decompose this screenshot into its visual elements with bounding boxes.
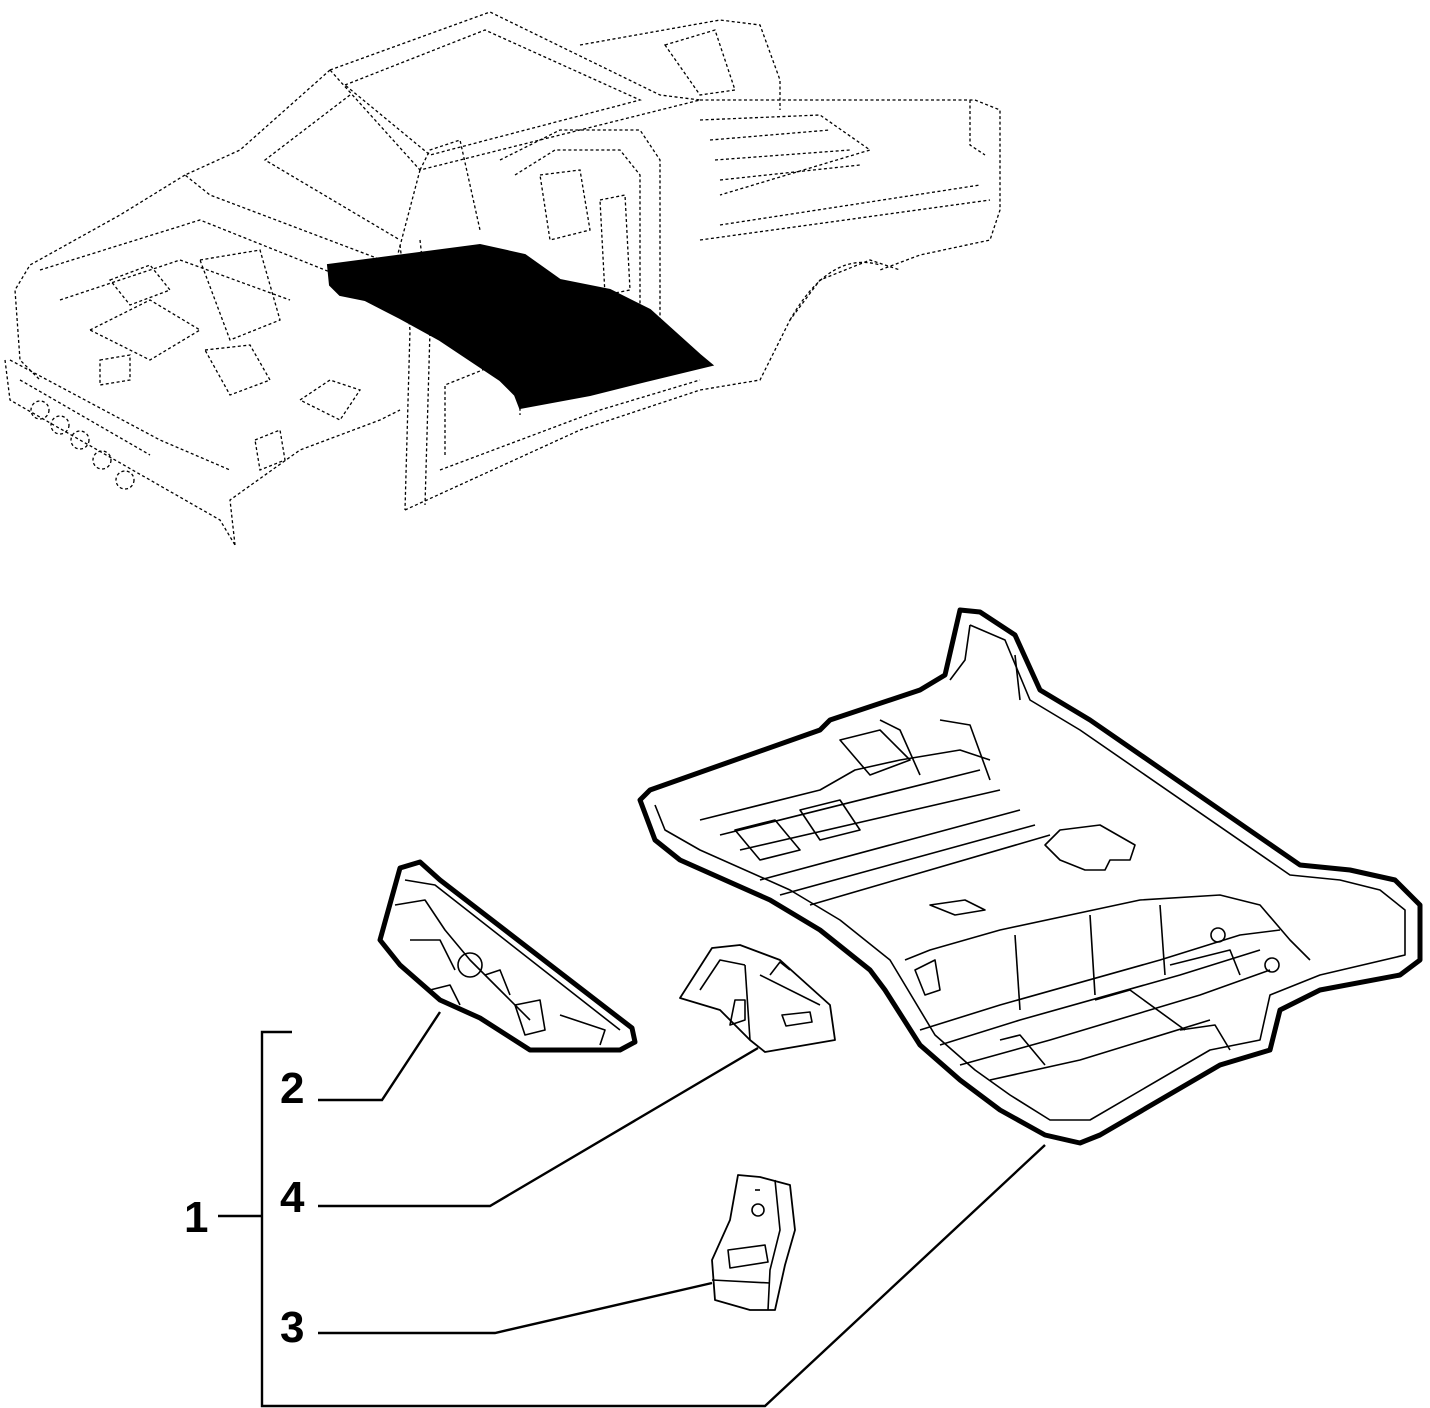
- leader-line-4: [318, 1046, 759, 1208]
- callout-3: 3: [280, 1303, 304, 1352]
- callout-4: 4: [280, 1173, 305, 1222]
- callout-2: 2: [280, 1064, 304, 1113]
- leader-lines: [218, 1011, 1046, 1408]
- part-1-floor-pan: [637, 607, 1423, 1146]
- group-bracket-line: [260, 1030, 1046, 1408]
- part-2-reinforcement: [377, 859, 638, 1053]
- floor-highlight-area: [326, 243, 715, 410]
- part-3-plate: [711, 1174, 796, 1311]
- leader-line-2: [318, 1011, 442, 1102]
- part-4-bracket: [679, 944, 836, 1053]
- callout-1: 1: [184, 1193, 208, 1242]
- leader-line-3: [318, 1281, 713, 1335]
